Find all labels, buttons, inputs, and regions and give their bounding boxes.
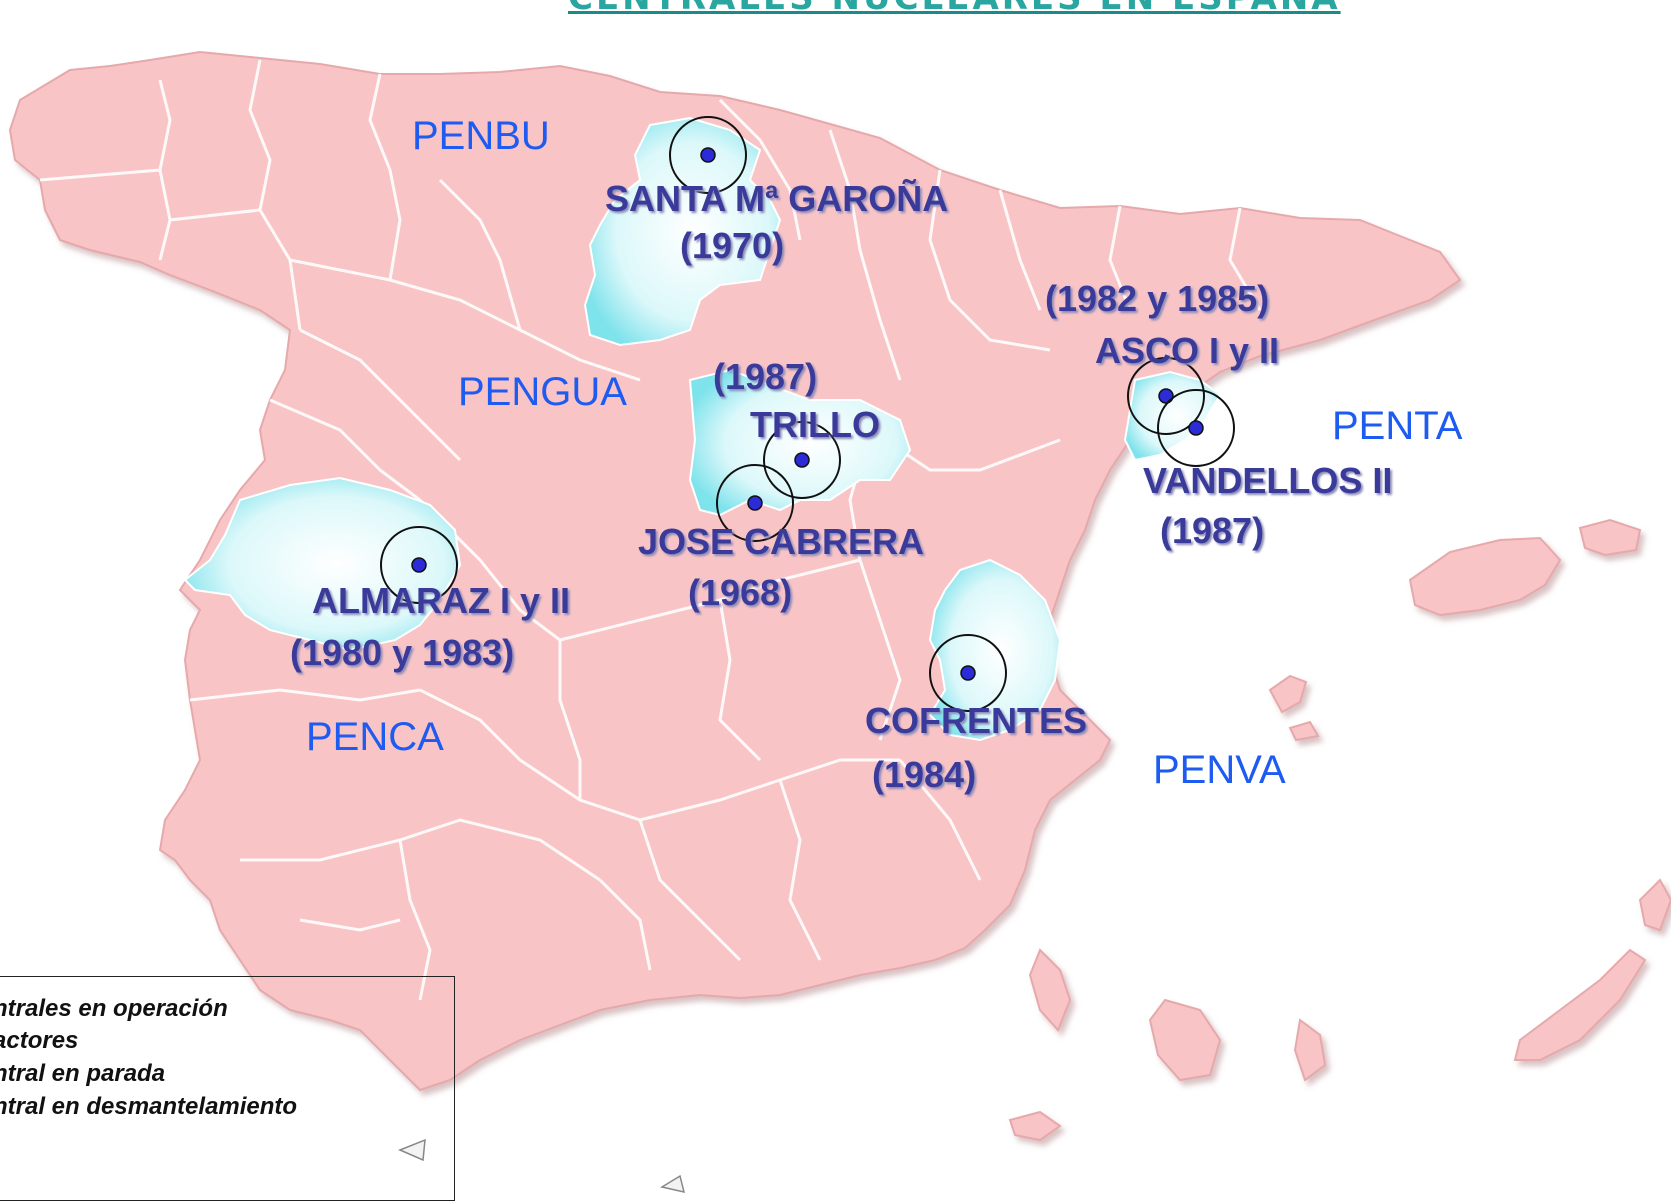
plant-name-trillo: TRILLO <box>750 404 880 445</box>
plant-name-cofrentes: COFRENTES <box>865 700 1088 741</box>
plant-name-almaraz: ALMARAZ I y II <box>312 580 570 621</box>
plant-year-vandellos: (1987) <box>1160 510 1265 551</box>
legend-item-parada: ntral en parada <box>0 1060 166 1087</box>
plant-year-cofrentes: (1984) <box>872 754 977 795</box>
legend-item-operacion: ntrales en operación <box>0 995 228 1022</box>
marker-trillo <box>763 421 841 499</box>
canary-islands <box>1008 878 1671 1142</box>
plant-year-almaraz: (1980 y 1983) <box>290 632 515 673</box>
marker-almaraz <box>380 526 458 604</box>
plant-year-trillo: (1987) <box>713 356 818 397</box>
plant-name-cabrera: JOSE CABRERA <box>638 521 925 562</box>
region-label-penta: PENTA <box>1332 404 1463 448</box>
plant-year-garona: (1970) <box>680 225 785 266</box>
marker-garona <box>669 116 747 194</box>
region-label-penca: PENCA <box>306 715 444 759</box>
province-valencia <box>928 558 1062 742</box>
plant-year-cabrera: (1968) <box>688 572 793 613</box>
province-burgos <box>583 116 782 347</box>
legend-item-desmantelamiento: ntral en desmantelamiento <box>0 1093 298 1120</box>
province-borders <box>39 59 1262 1001</box>
plant-year-asco: (1982 y 1985) <box>1045 278 1270 319</box>
province-caceres <box>183 476 462 652</box>
triangle-icon <box>398 1138 426 1162</box>
province-tarragona <box>1123 370 1222 462</box>
region-label-penbu: PENBU <box>412 114 550 158</box>
region-label-penva: PENVA <box>1153 748 1286 792</box>
triangle-icon <box>660 1174 686 1194</box>
legend-box: ntrales en operación actores ntral en pa… <box>0 976 455 1201</box>
marker-vandellos <box>1157 389 1235 467</box>
marker-cofrentes <box>929 634 1007 712</box>
legend-item-reactores: actores <box>0 1027 79 1054</box>
province-guadalajara <box>688 368 912 517</box>
region-label-pengua: PENGUA <box>458 370 627 414</box>
legend-triangles <box>398 1138 686 1194</box>
highlighted-provinces <box>183 116 1222 742</box>
plant-name-vandellos: VANDELLOS II <box>1143 460 1393 501</box>
marker-cabrera <box>716 464 794 542</box>
page-title: CENTRALES NUCLEARES EN ESPAÑA <box>568 0 1478 18</box>
plant-name-asco: ASCO I y II <box>1095 330 1280 371</box>
plant-name-garona: SANTA Mª GAROÑA <box>605 178 949 219</box>
mainland-shape <box>8 50 1462 1092</box>
balearic-islands <box>1268 518 1642 742</box>
plant-markers <box>380 116 1235 712</box>
